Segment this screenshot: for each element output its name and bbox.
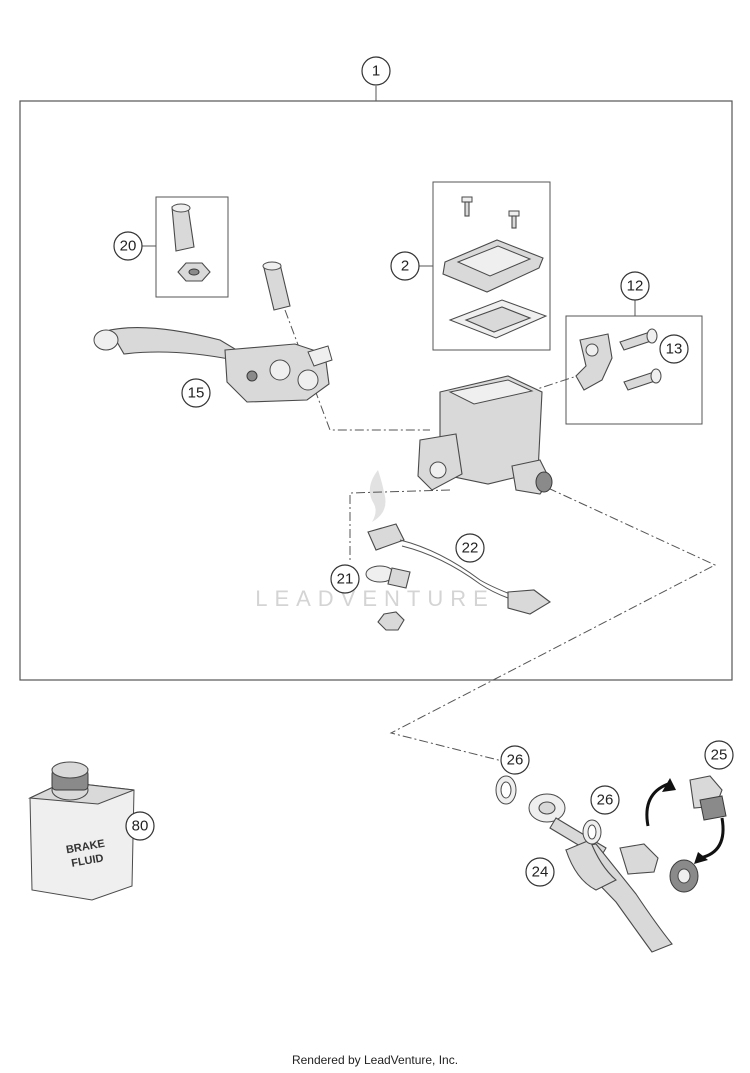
- callout-12: 12: [620, 271, 650, 301]
- svg-text:13: 13: [666, 341, 683, 358]
- part-26-washers: [495, 775, 602, 845]
- svg-text:26: 26: [507, 752, 524, 769]
- svg-text:2: 2: [401, 258, 409, 275]
- svg-text:21: 21: [337, 571, 354, 588]
- svg-text:80: 80: [132, 818, 149, 835]
- brake-fluid-bottle: BRAKE FLUID: [27, 761, 135, 901]
- part-15-pin: [262, 261, 291, 311]
- svg-text:20: 20: [120, 238, 137, 255]
- part-15-lever: [93, 327, 333, 403]
- part-12-clamp: [575, 333, 613, 391]
- footer-credit: Rendered by LeadVenture, Inc.: [291, 1053, 459, 1067]
- svg-text:1: 1: [372, 63, 380, 80]
- callout-26b: 26: [590, 785, 620, 815]
- watermark: LEADVENTURE: [255, 470, 495, 611]
- callout-15: 15: [181, 378, 211, 408]
- callout-25: 25: [704, 740, 734, 770]
- rotation-arrows-icon: [645, 778, 725, 864]
- svg-text:12: 12: [627, 278, 644, 295]
- part-22-switch-cable: [367, 523, 551, 615]
- part-25-bleeder: [619, 775, 727, 893]
- svg-text:15: 15: [188, 385, 205, 402]
- svg-text:24: 24: [532, 864, 549, 881]
- part-20-box: [155, 196, 229, 298]
- svg-text:26: 26: [597, 792, 614, 809]
- master-cylinder: [417, 375, 553, 495]
- part-13-bolts: [619, 328, 662, 391]
- callout-80: 80: [125, 811, 155, 841]
- part-20-sleeve: [171, 203, 195, 252]
- part-12-box: [565, 315, 703, 425]
- svg-text:25: 25: [711, 747, 728, 764]
- svg-text:22: 22: [462, 540, 479, 557]
- callout-24: 24: [525, 857, 555, 887]
- callout-26a: 26: [500, 745, 530, 775]
- callout-13: 13: [659, 334, 689, 364]
- brake-fluid-label-line2: FLUID: [70, 852, 104, 869]
- part-24-hose: [528, 793, 673, 953]
- callout-22: 22: [455, 533, 485, 563]
- callout-2: 2: [390, 251, 420, 281]
- part-21-switch: [365, 565, 411, 631]
- callout-21: 21: [330, 564, 360, 594]
- callout-1: 1: [361, 56, 391, 86]
- part-2-screws: [461, 196, 520, 229]
- watermark-text: LEADVENTURE: [255, 586, 495, 611]
- callout-20: 20: [113, 231, 143, 261]
- assembly-frame: [19, 100, 733, 681]
